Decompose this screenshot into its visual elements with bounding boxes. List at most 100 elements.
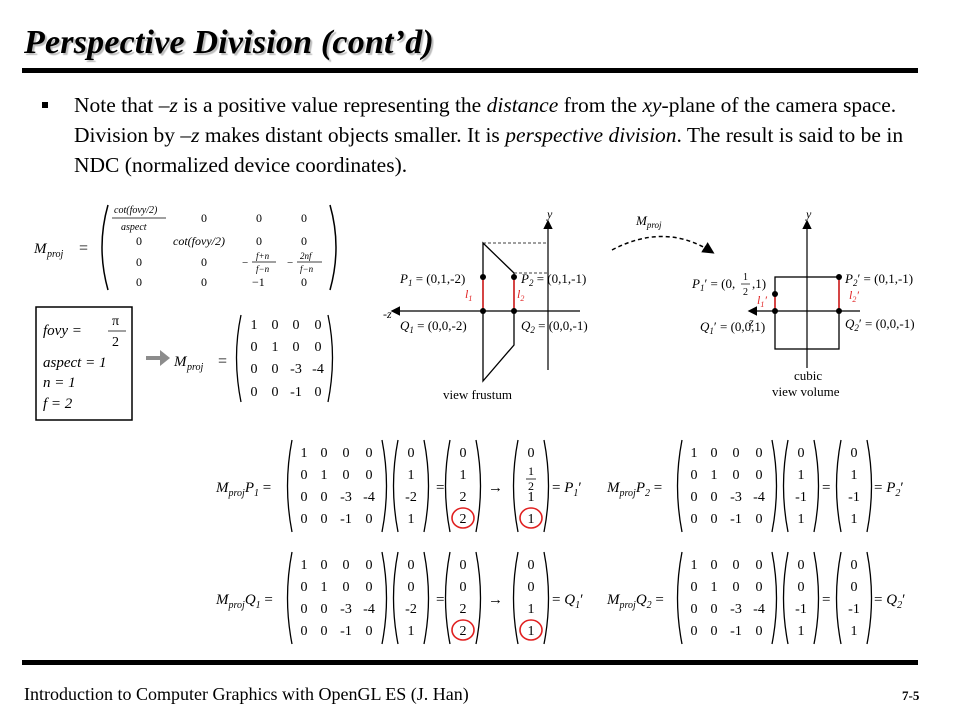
matrix-cell: 1 (301, 558, 308, 573)
matrix-cell: 0 (733, 446, 740, 461)
matrix-cell: 0 (691, 624, 698, 639)
bracket-right (329, 204, 337, 291)
mproj-num-eq: = (218, 353, 227, 370)
cube-P1p-end: ,1) (752, 276, 766, 291)
matrix-cell: -1 (340, 512, 352, 527)
equation-lhs: MprojQ2 = (606, 592, 664, 611)
equation-lhs: MprojP1 = (215, 480, 271, 499)
m-r4c4: 0 (301, 275, 307, 289)
matrix-cell: 0 (301, 512, 308, 527)
frustum-negz-label: -z (383, 307, 392, 321)
m-r3c3-minus: − (242, 257, 248, 269)
matrix-cell: 0 (733, 468, 740, 483)
matrix-cell: 1 (711, 580, 718, 595)
vector-cell: 0 (851, 580, 858, 595)
vector-cell: 0 (798, 580, 805, 595)
mproj-numeric-cell: 0 (251, 362, 258, 377)
arrow-icon: → (488, 480, 503, 496)
matrix-cell: 1 (301, 446, 308, 461)
bracket-left (101, 204, 109, 291)
vector-cell: 0 (460, 580, 467, 595)
equation-rhs: = P2′ (874, 480, 904, 499)
bullet-marker (42, 102, 48, 108)
matrix-cell: 0 (321, 558, 328, 573)
vector-cell: 0 (460, 558, 467, 573)
matrix-cell: 0 (711, 446, 718, 461)
vector-cell: -1 (848, 602, 860, 617)
footer-page-number: 7-5 (902, 688, 920, 703)
vector-cell: -2 (405, 602, 417, 617)
mproj-num-sub: proj (186, 362, 204, 373)
frustum-Q2: Q2 = (0,0,-1) (521, 318, 588, 335)
matrix-cell: 0 (711, 558, 718, 573)
mproj-numeric-cell: 1 (251, 318, 258, 333)
matrix-cell: 0 (321, 512, 328, 527)
cube-caption-2: view volume (772, 384, 840, 399)
mproj-numeric-cell: 1 (272, 340, 279, 355)
cube-half-den: 2 (743, 287, 748, 298)
mproj-numeric-cell: 0 (315, 385, 322, 400)
w-circle (451, 507, 475, 529)
mproj-numeric-cell: 0 (251, 340, 258, 355)
m-r2c4: 0 (301, 234, 307, 248)
fmn: f−n (256, 264, 270, 274)
mproj-numeric-cell: 0 (272, 318, 279, 333)
vector-cell: 1 (851, 468, 858, 483)
top-rule (22, 68, 918, 73)
mproj-numeric-cell: -4 (312, 362, 324, 377)
m-r4c2: 0 (201, 275, 207, 289)
matrix-cell: 0 (711, 602, 718, 617)
matrix-cell: 1 (691, 558, 698, 573)
mproj-label: M (33, 241, 48, 257)
page-title: Perspective Division (cont’d) (24, 24, 434, 61)
vector-cell: 1 (528, 512, 535, 527)
frac-num: 1 (528, 464, 534, 478)
cube-caption-1: cubic (794, 368, 822, 383)
cube-l1p: l1′ (757, 293, 767, 309)
vector-cell: -1 (848, 490, 860, 505)
m-r3c1: 0 (136, 255, 142, 269)
vector-cell: 0 (408, 558, 415, 573)
vector-cell: 2 (460, 602, 467, 617)
matrix-cell: 0 (691, 468, 698, 483)
param-two: 2 (112, 335, 119, 350)
matrix-cell: 0 (343, 468, 350, 483)
frustum-caption: view frustum (443, 387, 512, 402)
footer-course-title: Introduction to Computer Graphics with O… (24, 684, 469, 704)
arrow-icon: → (488, 592, 503, 608)
m-r1c2: 0 (201, 211, 207, 225)
matrix-cell: 0 (733, 558, 740, 573)
cubic-volume-diagram: y z P1′ = (0, 1 2 ,1) P2′ = (0,1,-1) Q1′… (691, 207, 915, 399)
cube-half-num: 1 (743, 272, 748, 283)
frustum-l1: l1 (465, 287, 472, 303)
m-r1c3: 0 (256, 211, 262, 225)
matrix-cell: 0 (301, 624, 308, 639)
matrix-cell: 0 (691, 490, 698, 505)
aspect-den: aspect (121, 222, 147, 233)
matrix-cell: 0 (691, 512, 698, 527)
matrix-cell: 0 (733, 580, 740, 595)
frustum-P1: P1 = (0,1,-2) (399, 271, 465, 288)
vector-cell: -1 (795, 602, 807, 617)
mproj-numeric-cell: 0 (293, 340, 300, 355)
vector-cell: 2 (460, 490, 467, 505)
cube-Q2p: Q2′ = (0,0,-1) (845, 316, 915, 333)
matrix-cell: -1 (730, 512, 742, 527)
vector-cell: 0 (528, 558, 535, 573)
mproj-transform-arrow: Mproj (611, 213, 715, 254)
m-r4c3: −1 (252, 275, 265, 289)
param-f: f = 2 (43, 396, 73, 412)
matrix-cell: 0 (321, 602, 328, 617)
body-paragraph: Note that –z is a positive value represe… (74, 93, 904, 177)
vector-cell: -2 (405, 490, 417, 505)
param-fovy: fovy = (43, 323, 82, 339)
matrix-cell: -1 (730, 624, 742, 639)
vector-cell: 2 (460, 512, 467, 527)
mproj-num-label: M (173, 354, 188, 370)
matrix-cell: 0 (711, 490, 718, 505)
eq-sign: = (436, 592, 444, 608)
arrow-label: Mproj (635, 213, 662, 230)
cot-fovy-num: cot(fovy/2) (114, 205, 158, 216)
